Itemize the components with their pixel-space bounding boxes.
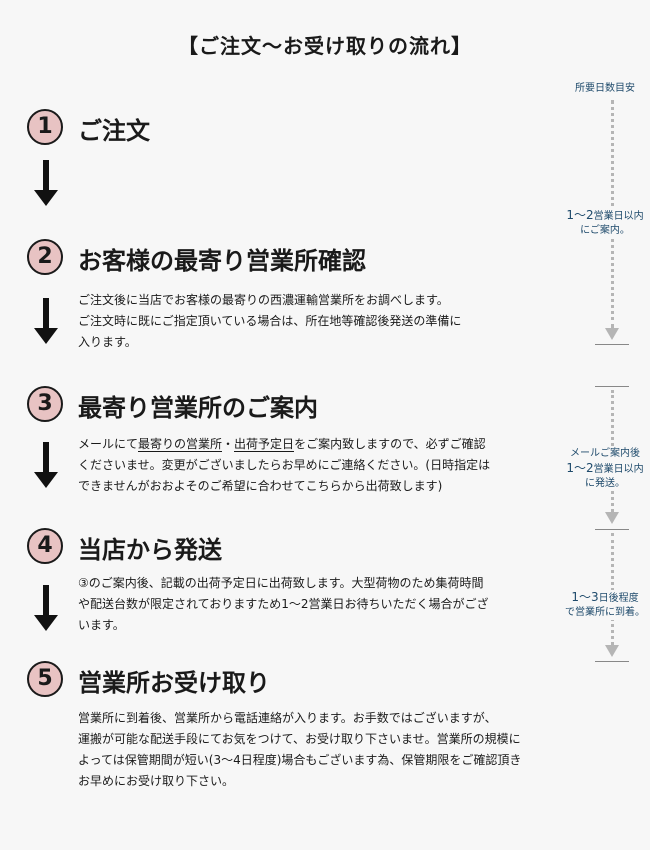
step-number-3: 3 (27, 386, 63, 422)
step-description-5: 営業所に到着後、営業所から電話連絡が入ります。お手数ではございますが、 運搬が可… (78, 711, 522, 788)
down-arrow-icon (34, 160, 58, 206)
step-heading-3: 最寄り営業所のご案内 (78, 394, 318, 422)
duration-note-2: メールご案内後 1〜2営業日以内 に発送。 (562, 447, 648, 491)
duration-note-3: 1〜3日後程度 で営業所に到着。 (562, 590, 648, 620)
timeline-arrow-icon (605, 645, 619, 657)
step-description-4: ③のご案内後、記載の出荷予定日に出荷致します。大型荷物のため集荷時間 や配送台数… (78, 576, 489, 632)
page-title: 【ご注文〜お受け取りの流れ】 (178, 34, 472, 58)
duration-note-1: 1〜2営業日以内 にご案内。 (562, 208, 648, 238)
step-description-3: メールにて最寄りの営業所・出荷予定日をご案内致しますので、必ずご確認 くださいま… (78, 437, 491, 493)
step-number-5: 5 (27, 661, 63, 697)
step-number-4: 4 (27, 528, 63, 564)
timeline-divider (595, 661, 629, 662)
timeline-arrow-icon (605, 512, 619, 524)
timeline-divider (595, 386, 629, 387)
ship-date-text: 出荷予定日 (234, 437, 295, 452)
nearest-office-text: 最寄りの営業所 (138, 437, 223, 452)
duration-header: 所要日数目安 (575, 83, 635, 94)
down-arrow-icon (34, 442, 58, 488)
step-heading-5: 営業所お受け取り (78, 669, 270, 697)
down-arrow-icon (34, 585, 58, 631)
down-arrow-icon (34, 298, 58, 344)
step-description-2: ご注文後に当店でお客様の最寄りの西濃運輸営業所をお調べします。 ご注文時に既にご… (78, 293, 462, 349)
timeline-line (611, 533, 614, 645)
timeline-divider (595, 529, 629, 530)
step-number-2: 2 (27, 239, 63, 275)
timeline-divider (595, 344, 629, 345)
step-heading-2: お客様の最寄り営業所確認 (78, 247, 366, 275)
step-heading-1: ご注文 (78, 117, 150, 145)
timeline-arrow-icon (605, 328, 619, 340)
step-heading-4: 当店から発送 (78, 536, 222, 564)
step-number-1: 1 (27, 109, 63, 145)
